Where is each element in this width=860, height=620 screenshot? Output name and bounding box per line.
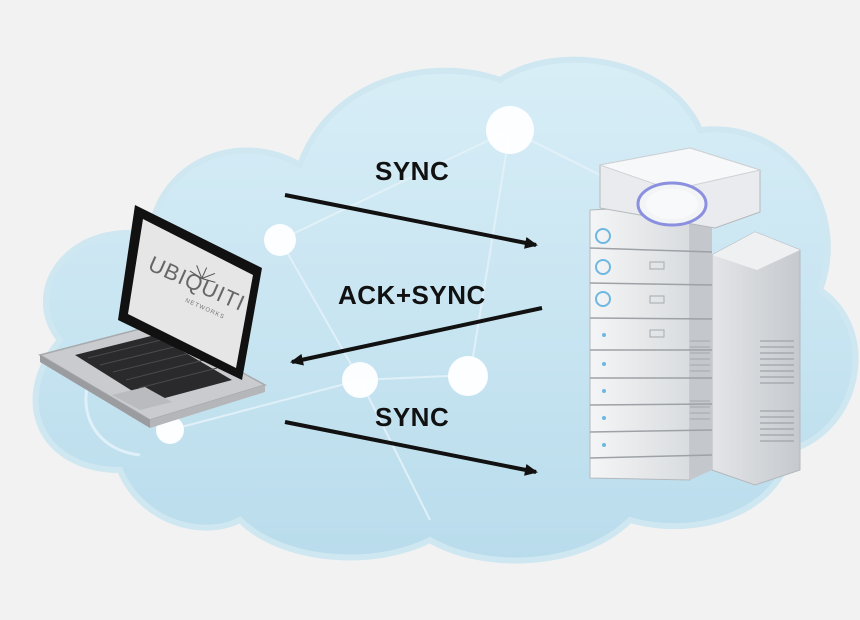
arrow-sync-top [284, 193, 538, 249]
server-units [589, 204, 713, 481]
arrow-label-sync-top: SYNC [375, 156, 450, 186]
arrow-label-ack-sync: ACK+SYNC [338, 280, 486, 310]
vent-grille-icon [690, 340, 710, 420]
laptop-screen [128, 219, 253, 368]
server-side-tower [711, 231, 801, 486]
vent-grille-icon [760, 340, 794, 442]
trackpad [112, 387, 172, 410]
server-top-cap [598, 147, 762, 229]
keyboard [75, 335, 232, 402]
arrows [284, 193, 543, 476]
status-ring-icons [595, 228, 611, 307]
logo-starburst-icon [189, 265, 216, 283]
network-nodes [156, 106, 534, 444]
status-led-icons [602, 333, 606, 447]
arrow-label-sync-bottom: SYNC [375, 402, 450, 432]
arrow-sync-bottom [284, 420, 538, 476]
server-stack [589, 147, 801, 486]
arrow-ack-sync [290, 306, 543, 366]
laptop: UBIQUITI NETWORKS [38, 205, 267, 428]
